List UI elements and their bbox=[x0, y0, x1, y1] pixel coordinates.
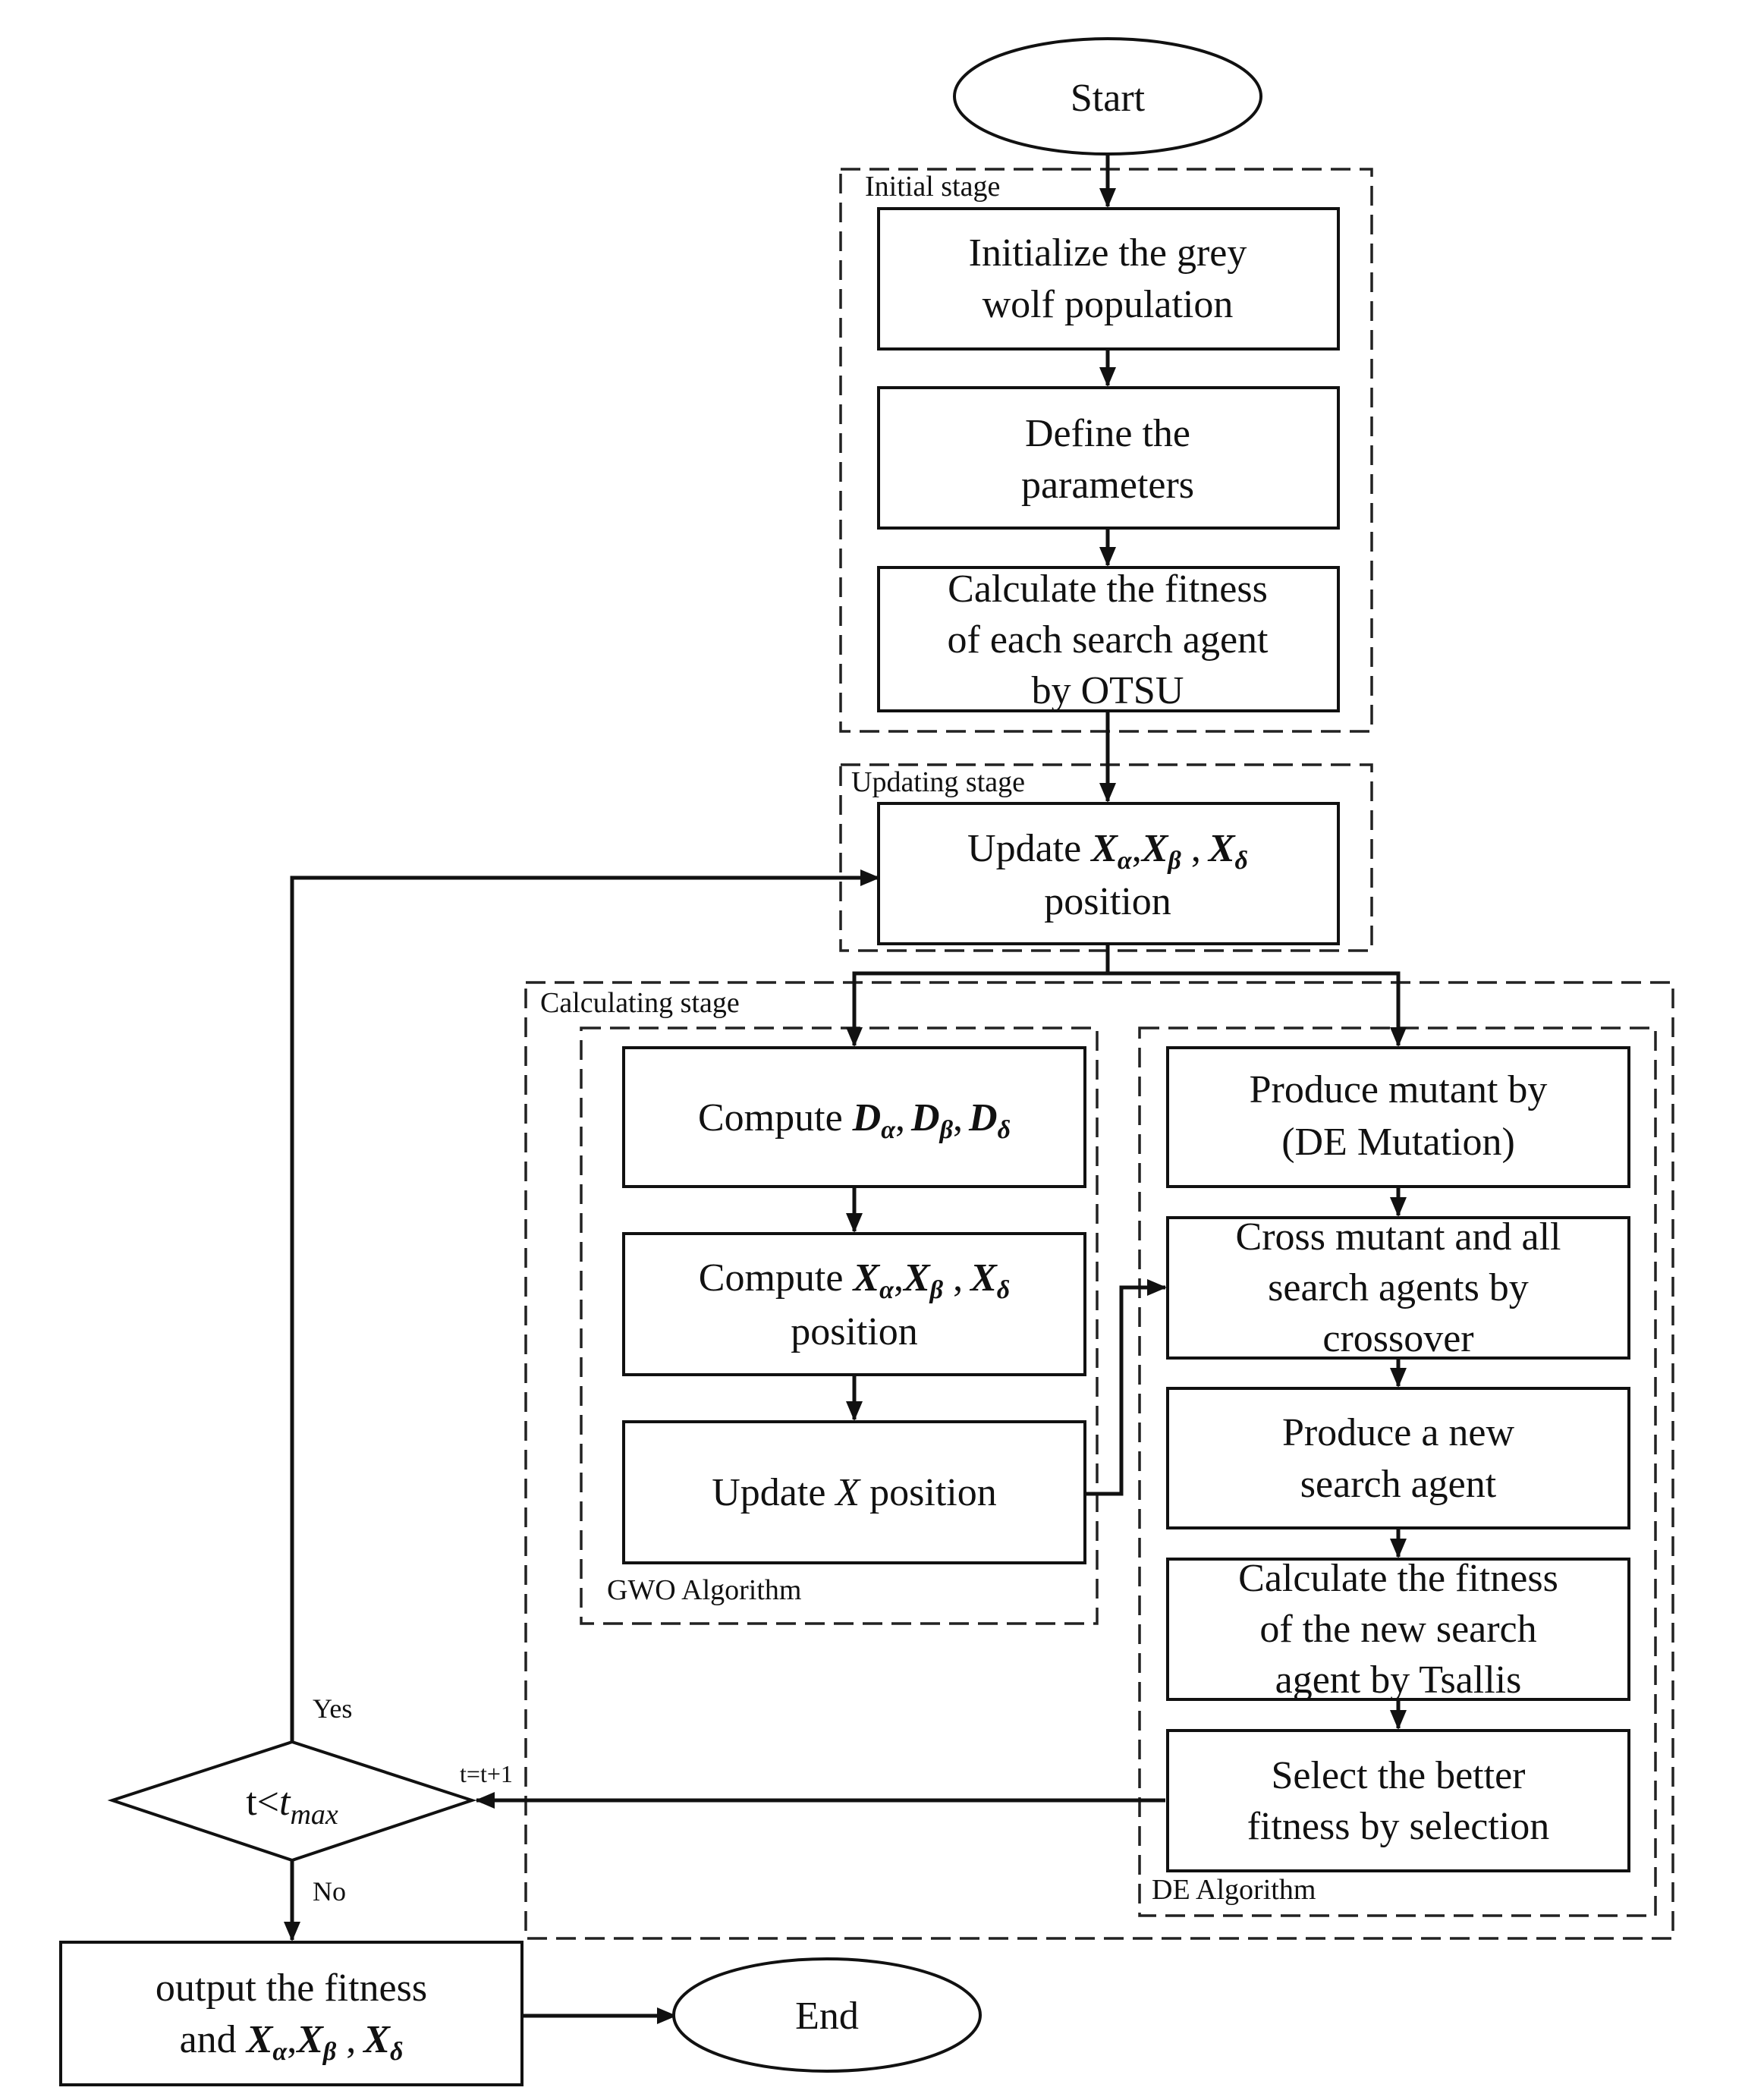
decision-no-label: No bbox=[313, 1876, 346, 1907]
updating-stage-label: Updating stage bbox=[851, 766, 1025, 798]
init-population-line-1: Initialize the grey bbox=[969, 231, 1247, 275]
de-new-agent-line-2: search agent bbox=[1300, 1463, 1497, 1506]
start-label: Start bbox=[1071, 77, 1146, 120]
de-algorithm-frame bbox=[1138, 1026, 1657, 1917]
calc-fitness-otsu-line-3: by OTSU bbox=[1032, 669, 1184, 712]
compute-x-line-2: position bbox=[791, 1310, 918, 1353]
update-positions-line-2: position bbox=[1044, 880, 1171, 923]
output-node: output the fitness and Xα,Xβ ,Xδ bbox=[59, 1941, 524, 2086]
de-tsallis-line-2: of the new search bbox=[1259, 1608, 1536, 1651]
de-crossover-line-1: Cross mutant and all bbox=[1236, 1215, 1561, 1259]
compute-x-line-1: Compute Xα,Xβ ,Xδ bbox=[699, 1256, 1010, 1304]
update-positions-node: Update Xα,Xβ ,Xδ position bbox=[877, 802, 1340, 945]
compute-d-node: Compute Dα,Dβ,Dδ bbox=[622, 1046, 1086, 1188]
update-x-label: Update X position bbox=[712, 1471, 997, 1514]
calc-fitness-otsu-node: Calculate the fitness of each search age… bbox=[877, 566, 1340, 712]
gwo-algorithm-frame bbox=[580, 1026, 1099, 1625]
calculating-stage-label: Calculating stage bbox=[540, 987, 740, 1019]
de-crossover-line-2: search agents by bbox=[1268, 1266, 1529, 1309]
de-crossover-line-3: crossover bbox=[1322, 1317, 1473, 1360]
de-new-agent-line-1: Produce a new bbox=[1282, 1411, 1515, 1454]
define-params-line-1: Define the bbox=[1025, 412, 1190, 455]
de-selection-line-2: fitness by selection bbox=[1247, 1805, 1550, 1848]
iteration-decision: t<tmax Yes No t=t+1 bbox=[107, 1693, 513, 1907]
output-line-1: output the fitness bbox=[156, 1966, 427, 2010]
compute-x-node: Compute Xα,Xβ ,Xδ position bbox=[622, 1232, 1086, 1376]
calc-fitness-otsu-line-1: Calculate the fitness bbox=[948, 567, 1268, 611]
decision-condition: t<tmax bbox=[246, 1781, 338, 1831]
de-new-agent-node: Produce a new search agent bbox=[1166, 1387, 1630, 1529]
define-params-node: Define the parameters bbox=[877, 386, 1340, 530]
calc-fitness-otsu-line-2: of each search agent bbox=[948, 618, 1269, 662]
increment-label: t=t+1 bbox=[460, 1760, 513, 1787]
de-tsallis-line-1: Calculate the fitness bbox=[1238, 1557, 1558, 1600]
decision-yes-label: Yes bbox=[313, 1693, 352, 1724]
init-population-line-2: wolf population bbox=[983, 283, 1234, 326]
define-params-line-2: parameters bbox=[1021, 464, 1194, 507]
update-x-node: Update X position bbox=[622, 1420, 1086, 1564]
de-tsallis-line-3: agent by Tsallis bbox=[1275, 1658, 1522, 1702]
de-algorithm-label: DE Algorithm bbox=[1152, 1874, 1316, 1906]
de-mutation-node: Produce mutant by (DE Mutation) bbox=[1166, 1046, 1630, 1188]
compute-d-label: Compute Dα,Dβ,Dδ bbox=[698, 1096, 1011, 1144]
initial-stage-label: Initial stage bbox=[865, 171, 1000, 203]
end-label: End bbox=[795, 1995, 859, 2038]
output-line-2: and Xα,Xβ ,Xδ bbox=[180, 2018, 404, 2066]
de-tsallis-node: Calculate the fitness of the new search … bbox=[1166, 1557, 1630, 1702]
end-terminal: End bbox=[672, 1957, 982, 2073]
connectors bbox=[284, 154, 1407, 2024]
de-selection-line-1: Select the better bbox=[1272, 1754, 1526, 1797]
de-selection-node: Select the better fitness by selection bbox=[1166, 1729, 1630, 1872]
gwo-algorithm-label: GWO Algorithm bbox=[607, 1574, 801, 1606]
de-mutation-line-2: (DE Mutation) bbox=[1281, 1121, 1515, 1164]
start-terminal: Start bbox=[953, 37, 1262, 156]
de-crossover-node: Cross mutant and all search agents by cr… bbox=[1166, 1215, 1630, 1360]
de-mutation-line-1: Produce mutant by bbox=[1250, 1068, 1548, 1111]
update-positions-line-1: Update Xα,Xβ ,Xδ bbox=[967, 827, 1248, 875]
init-population-node: Initialize the grey wolf population bbox=[877, 207, 1340, 351]
calculating-stage-frame bbox=[524, 981, 1674, 1940]
